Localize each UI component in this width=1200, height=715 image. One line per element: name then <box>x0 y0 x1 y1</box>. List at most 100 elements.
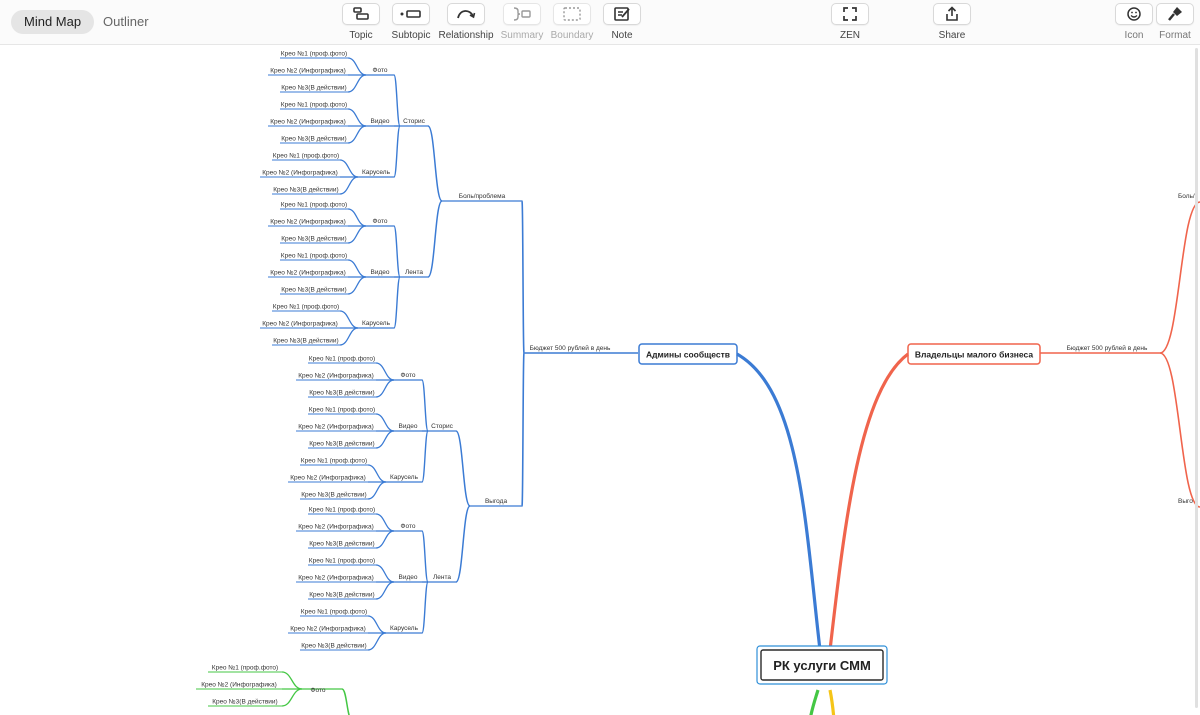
topic-icon <box>353 7 369 20</box>
fullscreen-icon <box>843 7 857 21</box>
icon-panel-button[interactable]: Icon <box>1104 3 1164 43</box>
left-main-topic: Админы сообществ <box>646 350 730 360</box>
creative-leaf-kreo3: Крео №3(В действии) <box>281 84 346 92</box>
format-label-video: Видео <box>371 118 390 125</box>
leaf-connector <box>367 615 387 634</box>
tab-outliner[interactable]: Outliner <box>103 14 149 29</box>
relationship-icon <box>457 10 476 19</box>
category-label-right-benefit: Выго <box>1178 498 1193 505</box>
root-topic: РК услуги СММ <box>773 658 871 673</box>
creative-leaf-kreo3: Крео №3(В действии) <box>301 642 366 650</box>
creative-leaf-kreo3: Крео №3(В действии) <box>281 286 346 294</box>
budget-connector-right <box>1159 201 1200 354</box>
creative-leaf-kreo1: Крео №1 (проф.фото) <box>309 356 375 363</box>
format-brush-icon <box>1168 7 1182 21</box>
subtopic-button[interactable]: Subtopic <box>381 3 441 43</box>
creative-leaf-kreo3: Крео №3(В действии) <box>309 540 374 548</box>
creative-leaf-kreo2: Крео №2 (Инфографика) <box>270 270 346 277</box>
creative-leaf-kreo1: Крео №1 (проф.фото) <box>301 609 367 616</box>
boundary-button[interactable]: Boundary <box>542 3 602 43</box>
format-connector <box>393 276 401 329</box>
leaf-connector <box>347 74 367 93</box>
right-main-topic: Владельцы малого бизнеса <box>915 350 1034 360</box>
format-label-video: Видео <box>371 269 390 276</box>
leaf-connector <box>367 481 387 500</box>
boundary-icon <box>563 7 581 21</box>
creative-leaf-kreo2: Крео №2 (Инфографика) <box>298 575 374 582</box>
relationship-button[interactable]: Relationship <box>436 3 496 43</box>
leaf-connector <box>339 159 359 178</box>
creative-leaf-kreo3: Крео №3(В действии) <box>281 135 346 143</box>
creative-leaf-kreo1: Крео №1 (проф.фото) <box>301 458 367 465</box>
tab-mind-map[interactable]: Mind Map <box>11 10 95 34</box>
creative-leaf-green-kreo1: Крео №1 (проф.фото) <box>212 665 278 672</box>
creative-leaf-kreo2: Крео №2 (Инфографика) <box>298 524 374 531</box>
creative-leaf-kreo1: Крео №1 (проф.фото) <box>309 507 375 514</box>
leaf-connector <box>347 125 367 144</box>
format-connector <box>421 530 429 583</box>
category-label-benefit: Выгода <box>485 498 508 505</box>
format-label-video: Видео <box>399 423 418 430</box>
placement-label-feed: Лента <box>405 269 423 276</box>
main-branch-yellow <box>828 689 836 715</box>
budget-connector-right <box>1159 352 1200 508</box>
format-label-photo: Фото <box>401 372 416 379</box>
format-label-carousel: Карусель <box>390 474 419 481</box>
summary-button[interactable]: Summary <box>492 3 552 43</box>
format-label-carousel: Карусель <box>390 625 419 632</box>
format-label-video: Видео <box>399 574 418 581</box>
creative-leaf-kreo3: Крео №3(В действии) <box>301 491 366 499</box>
creative-leaf-kreo2: Крео №2 (Инфографика) <box>298 424 374 431</box>
leaf-connector <box>375 530 395 549</box>
subtopic-icon <box>400 10 421 18</box>
budget-label-right: Бюджет 500 рублей в день <box>1067 344 1148 352</box>
leaf-connector <box>375 430 395 449</box>
topic-button[interactable]: Topic <box>331 3 391 43</box>
leaf-connector <box>375 379 395 398</box>
format-connector <box>393 125 401 178</box>
main-branch-right <box>828 352 909 651</box>
creative-leaf-kreo2: Крео №2 (Инфографика) <box>298 373 374 380</box>
format-label-carousel: Карусель <box>362 320 391 327</box>
leaf-connector <box>339 176 359 195</box>
leaf-connector <box>375 581 395 600</box>
format-connector <box>421 581 429 634</box>
creative-leaf-kreo2: Крео №2 (Инфографика) <box>262 321 338 328</box>
format-label-carousel: Карусель <box>362 169 391 176</box>
format-label-photo: Фото <box>401 523 416 530</box>
creative-leaf-kreo2: Крео №2 (Инфографика) <box>270 119 346 126</box>
leaf-connector <box>367 632 387 651</box>
budget-label-left: Бюджет 500 рублей в день <box>530 344 611 352</box>
vertical-scrollbar[interactable] <box>1195 48 1198 708</box>
creative-leaf-kreo3: Крео №3(В действии) <box>273 337 338 345</box>
category-connector <box>455 505 471 583</box>
leaf-connector <box>347 108 367 127</box>
format-panel-button[interactable]: Format <box>1145 3 1200 43</box>
main-branch-green <box>809 689 820 715</box>
leaf-connector-green <box>281 688 303 707</box>
creative-leaf-kreo1: Крео №1 (проф.фото) <box>281 51 347 58</box>
share-button[interactable]: Share <box>922 3 982 43</box>
format-label-photo: Фото <box>373 218 388 225</box>
creative-leaf-kreo2: Крео №2 (Инфографика) <box>270 68 346 75</box>
creative-leaf-kreo3: Крео №3(В действии) <box>273 186 338 194</box>
placement-label-feed: Лента <box>433 574 451 581</box>
creative-leaf-kreo2: Крео №2 (Инфографика) <box>290 626 366 633</box>
creative-leaf-kreo3: Крео №3(В действии) <box>309 389 374 397</box>
zen-button[interactable]: ZEN <box>820 3 880 43</box>
category-connector <box>427 125 443 202</box>
creative-leaf-kreo3: Крео №3(В действии) <box>309 440 374 448</box>
note-button[interactable]: Note <box>592 3 652 43</box>
creative-leaf-kreo1: Крео №1 (проф.фото) <box>273 304 339 311</box>
category-label-right-pain: Боль/ <box>1178 193 1195 200</box>
leaf-connector <box>339 327 359 346</box>
creative-leaf-kreo2: Крео №2 (Инфографика) <box>290 475 366 482</box>
leaf-connector <box>347 208 367 227</box>
creative-leaf-green-kreo3: Крео №3(В действии) <box>212 698 277 706</box>
creative-leaf-kreo1: Крео №1 (проф.фото) <box>309 407 375 414</box>
format-connector <box>393 225 401 278</box>
placement-label-stories: Сторис <box>431 423 453 430</box>
category-label-pain: Боль/проблема <box>459 192 506 200</box>
